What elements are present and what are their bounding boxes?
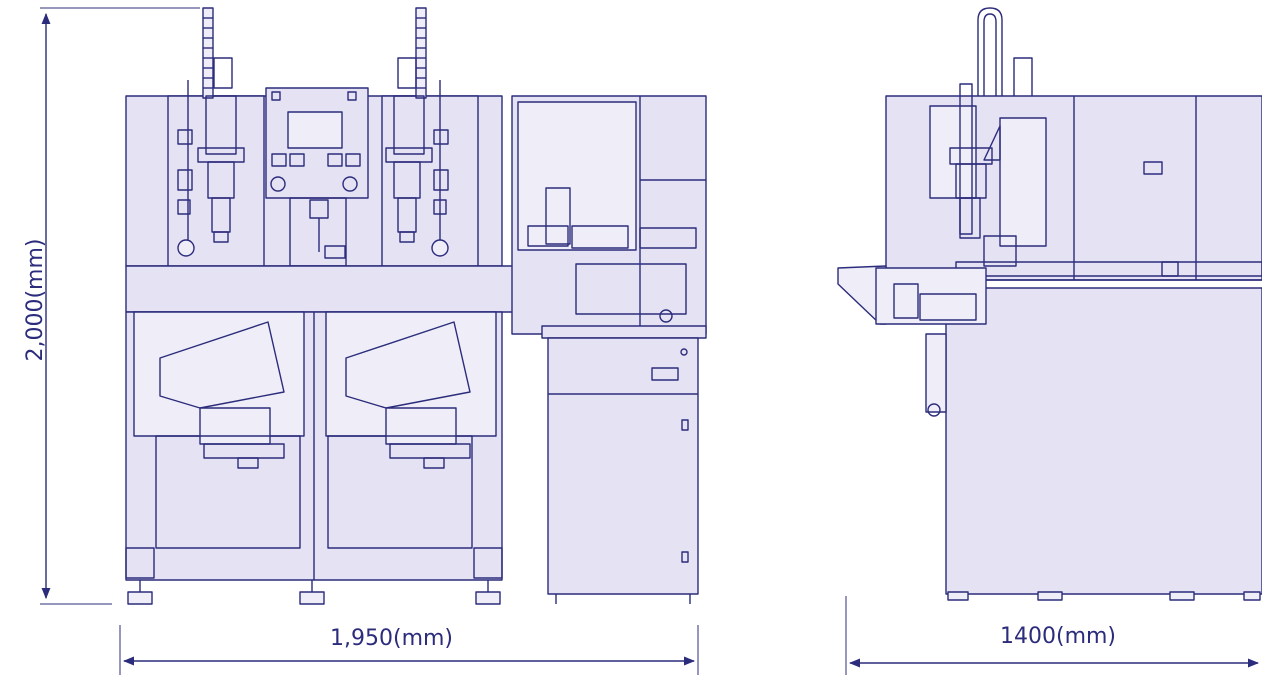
side-view-machine [837, 7, 1262, 601]
front-view-machine [125, 7, 707, 605]
front-width-dimension-label: 1,950(mm) [330, 626, 454, 651]
side-width-dimension-label: 1400(mm) [1000, 624, 1117, 649]
side-width-dimension [845, 596, 1260, 675]
height-dimension-label: 2,000(mm) [23, 238, 48, 362]
height-dimension [40, 7, 200, 605]
front-width-dimension [119, 625, 699, 675]
